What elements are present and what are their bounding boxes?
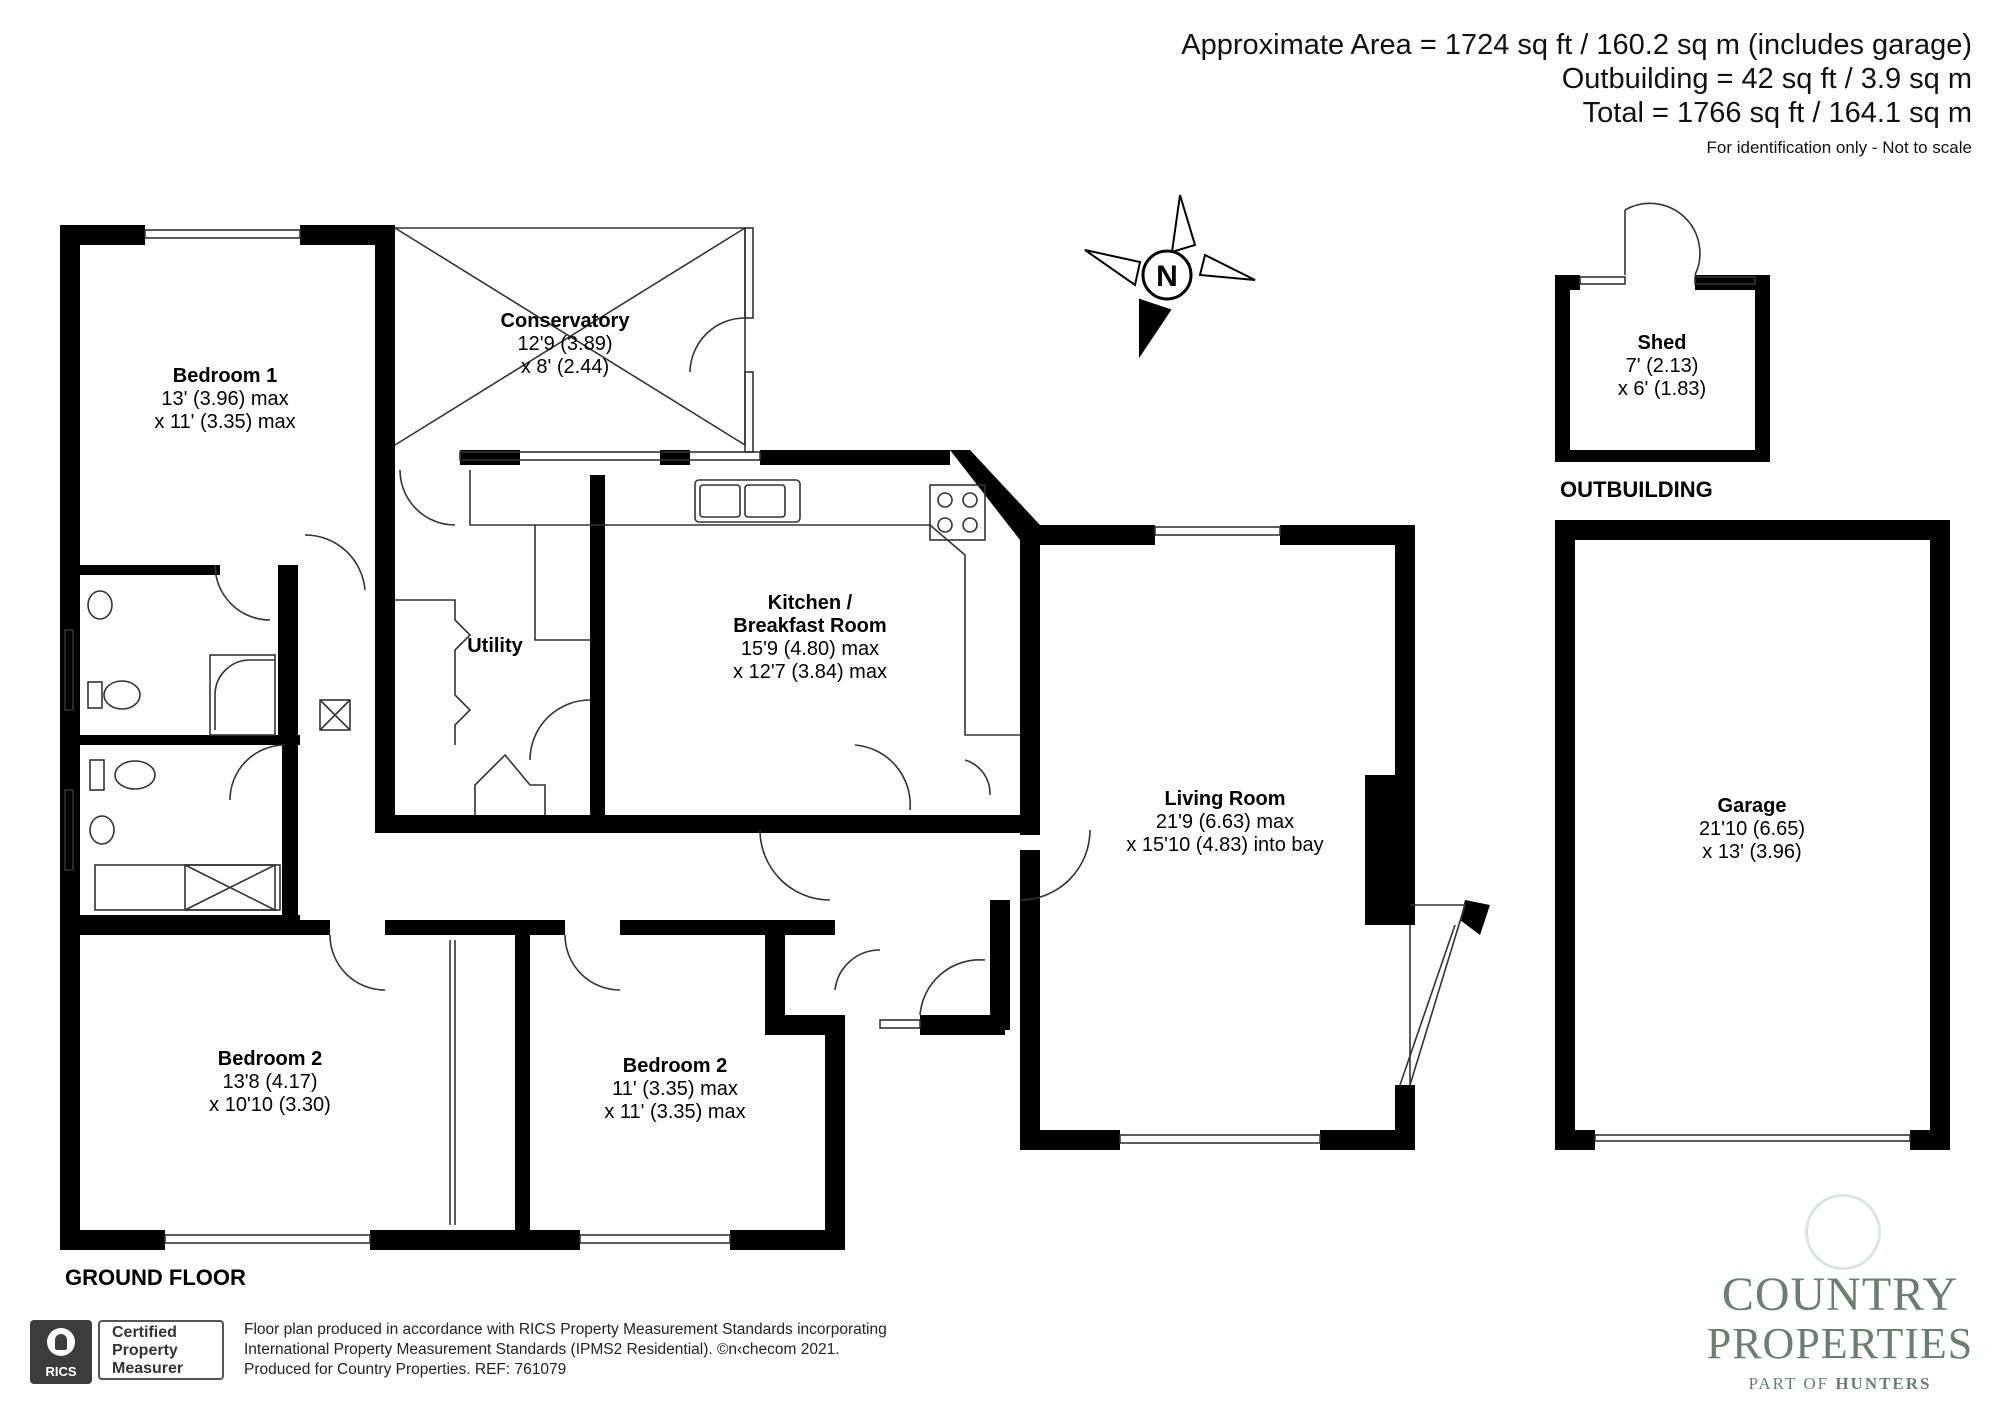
room-dimension: 7' (2.13) [1625, 355, 1699, 377]
room-name: Bedroom 2 [217, 1048, 323, 1070]
room-label-kitchen: Kitchen / Breakfast Room 15'9 (4.80) max… [733, 592, 887, 684]
outbuilding-area: Outbuilding = 42 sq ft / 3.9 sq m [1561, 63, 1972, 95]
compass-letter: N [1156, 260, 1178, 293]
room-dimension: 21'9 (6.63) max [1155, 811, 1295, 833]
room-label-utility: Utility [467, 635, 523, 658]
room-name: Kitchen / [767, 592, 853, 614]
footer-line: Produced for Country Properties. REF: 76… [244, 1361, 567, 1378]
room-dimension: x 12'7 (3.84) max [733, 661, 887, 683]
north-arrow-icon [1084, 194, 1256, 359]
approximate-area: Approximate Area = 1724 sq ft / 160.2 sq… [1181, 29, 1972, 61]
fixtures [64, 202, 1911, 1244]
room-name: Living Room [1164, 788, 1286, 810]
certified-measurer-box: Certified Property Measurer [98, 1320, 224, 1380]
outbuilding-label: OUTBUILDING [1560, 477, 1713, 502]
room-dimension: x 6' (1.83) [1617, 378, 1707, 400]
room-label-conservatory: Conservatory 12'9 (3.89) x 8' (2.44) [501, 310, 630, 379]
scale-note: For identification only - Not to scale [1706, 138, 1972, 157]
room-dimension: x 13' (3.96) [1702, 841, 1802, 863]
footer-notes: Floor plan produced in accordance with R… [244, 1320, 887, 1380]
room-label-bedroom-1: Bedroom 1 13' (3.96) max x 11' (3.35) ma… [154, 365, 295, 434]
rics-logo: RICS [30, 1320, 92, 1384]
room-name: Bedroom 1 [172, 365, 278, 387]
country-properties-logo: COUNTRY PROPERTIES PART OF HUNTERS [1690, 1194, 1990, 1394]
room-name: Garage [1717, 795, 1787, 817]
room-name: Conservatory [500, 310, 630, 332]
room-dimension: 12'9 (3.89) [517, 333, 613, 355]
room-dimension: 11' (3.35) max [612, 1078, 738, 1100]
room-name: Bedroom 2 [622, 1055, 728, 1077]
room-name: Shed [1637, 332, 1687, 354]
room-dimension: x 11' (3.35) max [154, 411, 296, 433]
room-label-bedroom-2-west: Bedroom 2 13'8 (4.17) x 10'10 (3.30) [209, 1048, 331, 1117]
ground-floor-label: GROUND FLOOR [65, 1265, 246, 1290]
room-label-shed: Shed 7' (2.13) x 6' (1.83) [1618, 332, 1706, 401]
room-dimension: 13' (3.96) max [161, 388, 289, 410]
footer-line: Floor plan produced in accordance with R… [244, 1321, 887, 1338]
room-name: Utility [467, 635, 523, 657]
room-name: Breakfast Room [733, 615, 887, 637]
room-dimension: x 11' (3.35) max [604, 1101, 746, 1123]
room-dimension: 21'10 (6.65) [1698, 818, 1806, 840]
total-area: Total = 1766 sq ft / 164.1 sq m [1582, 97, 1972, 129]
room-dimension: x 8' (2.44) [520, 356, 610, 378]
room-label-living-room: Living Room 21'9 (6.63) max x 15'10 (4.8… [1126, 788, 1323, 857]
room-label-bedroom-2-east: Bedroom 2 11' (3.35) max x 11' (3.35) ma… [604, 1055, 745, 1124]
room-dimension: 15'9 (4.80) max [740, 638, 880, 660]
walls [60, 225, 1950, 1250]
room-dimension: 13'8 (4.17) [222, 1071, 318, 1093]
area-summary: Approximate Area = 1724 sq ft / 160.2 sq… [1181, 28, 1972, 158]
room-dimension: x 10'10 (3.30) [209, 1094, 331, 1116]
room-dimension: x 15'10 (4.83) into bay [1126, 834, 1324, 856]
rics-certification-badge: RICS Certified Property Measurer [30, 1320, 230, 1384]
room-label-garage: Garage 21'10 (6.65) x 13' (3.96) [1699, 795, 1805, 864]
footer-line: International Property Measurement Stand… [244, 1341, 840, 1358]
brand-emblem-icon [1805, 1194, 1881, 1270]
